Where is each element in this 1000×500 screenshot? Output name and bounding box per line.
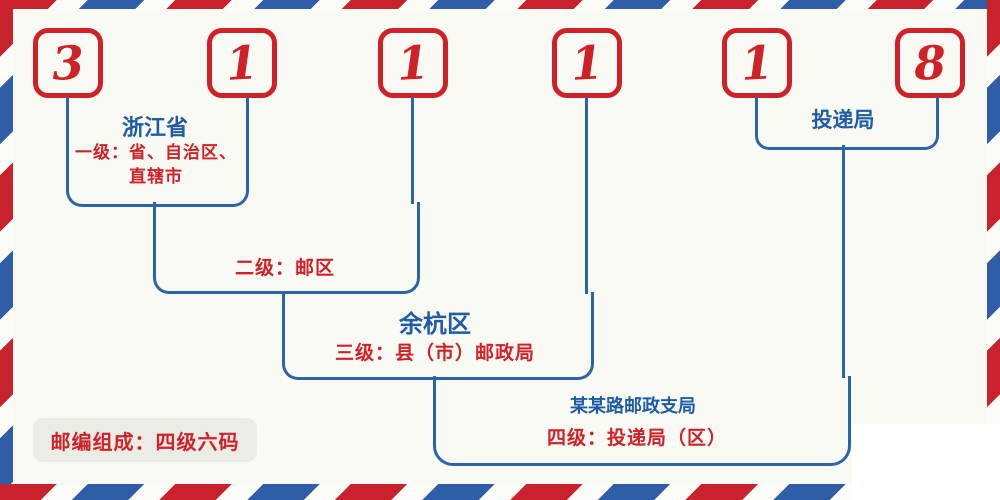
border-cutoff-corner (852, 424, 1000, 500)
postcode-digit-2: 1 (224, 35, 260, 91)
level3-description-label: 三级：县（市）邮政局 (334, 343, 535, 364)
postcode-digit-box-5: 1 (722, 28, 792, 98)
digit4-connector-line (585, 97, 588, 294)
airmail-border-right (987, 0, 1000, 424)
postcode-digit-1: 3 (50, 35, 86, 91)
level4-description-label: 四级：投递局（区） (546, 428, 727, 449)
postcode-digit-box-2: 1 (207, 28, 277, 98)
level1-description-label: 一级：省、自治区、直辖市 (75, 143, 237, 186)
airmail-border-bottom (0, 484, 852, 500)
digit3-connector-line (411, 97, 414, 204)
postcode-digit-box-6: 8 (895, 28, 965, 98)
postcode-digit-6: 8 (912, 35, 948, 91)
level1-place-label: 浙江省 (121, 115, 188, 140)
level2-bracket (153, 202, 420, 294)
postcode-digit-box-4: 1 (552, 28, 622, 98)
postcode-digit-4: 1 (569, 35, 605, 91)
footer-badge-text: 邮编组成：四级六码 (50, 431, 240, 454)
level4-place-label: 某某路邮政支局 (570, 396, 696, 416)
level4-bracket (433, 376, 851, 466)
delivery-bureau-bracket (755, 97, 939, 150)
airmail-border-top (0, 0, 1000, 9)
level2-description-label: 二级：邮区 (234, 258, 335, 279)
airmail-border-left (0, 0, 13, 500)
postcode-digit-3: 1 (395, 35, 431, 91)
delivery-bureau-connector-line (842, 145, 845, 378)
postcode-digit-box-1: 3 (33, 28, 103, 98)
postcode-digit-box-3: 1 (378, 28, 448, 98)
footer-badge: 邮编组成：四级六码 (33, 418, 257, 462)
level3-place-label: 余杭区 (399, 312, 471, 338)
postcode-digit-5: 1 (739, 35, 775, 91)
delivery-bureau-label: 投递局 (811, 108, 875, 132)
